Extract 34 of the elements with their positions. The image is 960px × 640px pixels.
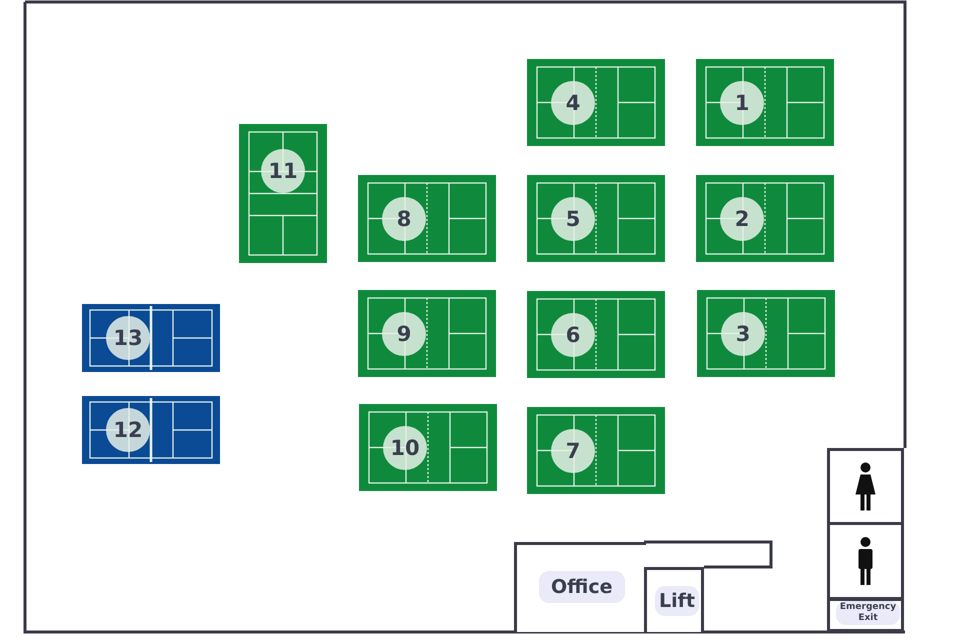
court-number: 8	[382, 196, 426, 240]
room-label: Lift	[655, 586, 699, 616]
lift-room	[644, 567, 704, 632]
exit-label: Emergency Exit	[836, 601, 900, 625]
court-number: 4	[551, 80, 595, 124]
office-room	[514, 542, 646, 632]
badminton-court	[696, 59, 834, 146]
restroom	[827, 448, 904, 525]
badminton-court	[697, 290, 835, 377]
badminton-court	[527, 407, 665, 494]
court-number: 9	[382, 312, 426, 356]
court-number: 5	[551, 196, 595, 240]
court-number: 2	[720, 196, 764, 240]
court-number: 13	[106, 316, 150, 360]
badminton-court	[527, 59, 665, 146]
court-number: 12	[106, 408, 150, 452]
badminton-court	[358, 175, 496, 262]
badminton-court	[359, 404, 497, 491]
pickleball-court	[82, 304, 220, 372]
court-number: 10	[383, 426, 427, 470]
badminton-court	[696, 175, 834, 262]
court-number: 6	[551, 312, 595, 356]
court-number: 11	[261, 149, 305, 193]
court-number: 3	[721, 312, 765, 356]
restroom	[827, 522, 904, 600]
badminton-court	[527, 291, 665, 378]
court-number: 1	[720, 80, 764, 124]
pickleball-court	[82, 396, 220, 464]
badminton-court	[358, 290, 496, 377]
court-number: 7	[551, 428, 595, 472]
badminton-court	[239, 124, 327, 263]
room-label: Office	[539, 571, 624, 603]
badminton-court	[527, 175, 665, 262]
exit-room	[827, 598, 904, 632]
